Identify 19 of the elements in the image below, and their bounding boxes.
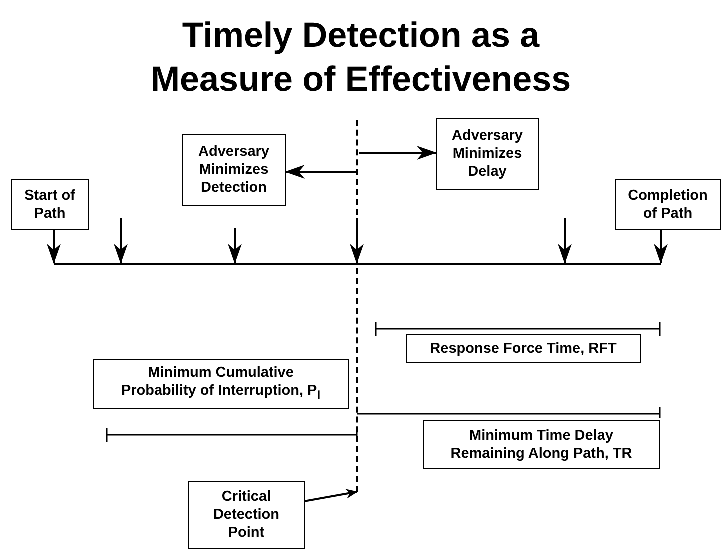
label-box: Minimum Time Delay Remaining Along Path, TR — [423, 420, 660, 469]
arrow — [304, 489, 358, 502]
timeline — [54, 263, 661, 265]
arrow — [228, 228, 242, 264]
arrow — [558, 218, 572, 264]
label-box: Adversary Minimizes Detection — [182, 134, 286, 206]
label-box: Start of Path — [11, 179, 89, 230]
label-box: Adversary Minimizes Delay — [436, 118, 539, 190]
arrow — [114, 218, 128, 264]
dashed-line — [356, 120, 359, 492]
diagram-title: Timely Detection as a Measure of Effectiveness — [150, 15, 572, 101]
label-box: Critical Detection Point — [188, 481, 305, 549]
arrow — [47, 230, 61, 264]
label-box: Completion of Path — [615, 179, 721, 230]
arrow — [359, 146, 437, 160]
label-box: Response Force Time, RFT — [406, 334, 641, 363]
arrow — [654, 230, 668, 264]
arrow — [285, 165, 356, 179]
label-box: Minimum Cumulative Probability of Interruption, P$_{I}$ — [93, 359, 349, 409]
